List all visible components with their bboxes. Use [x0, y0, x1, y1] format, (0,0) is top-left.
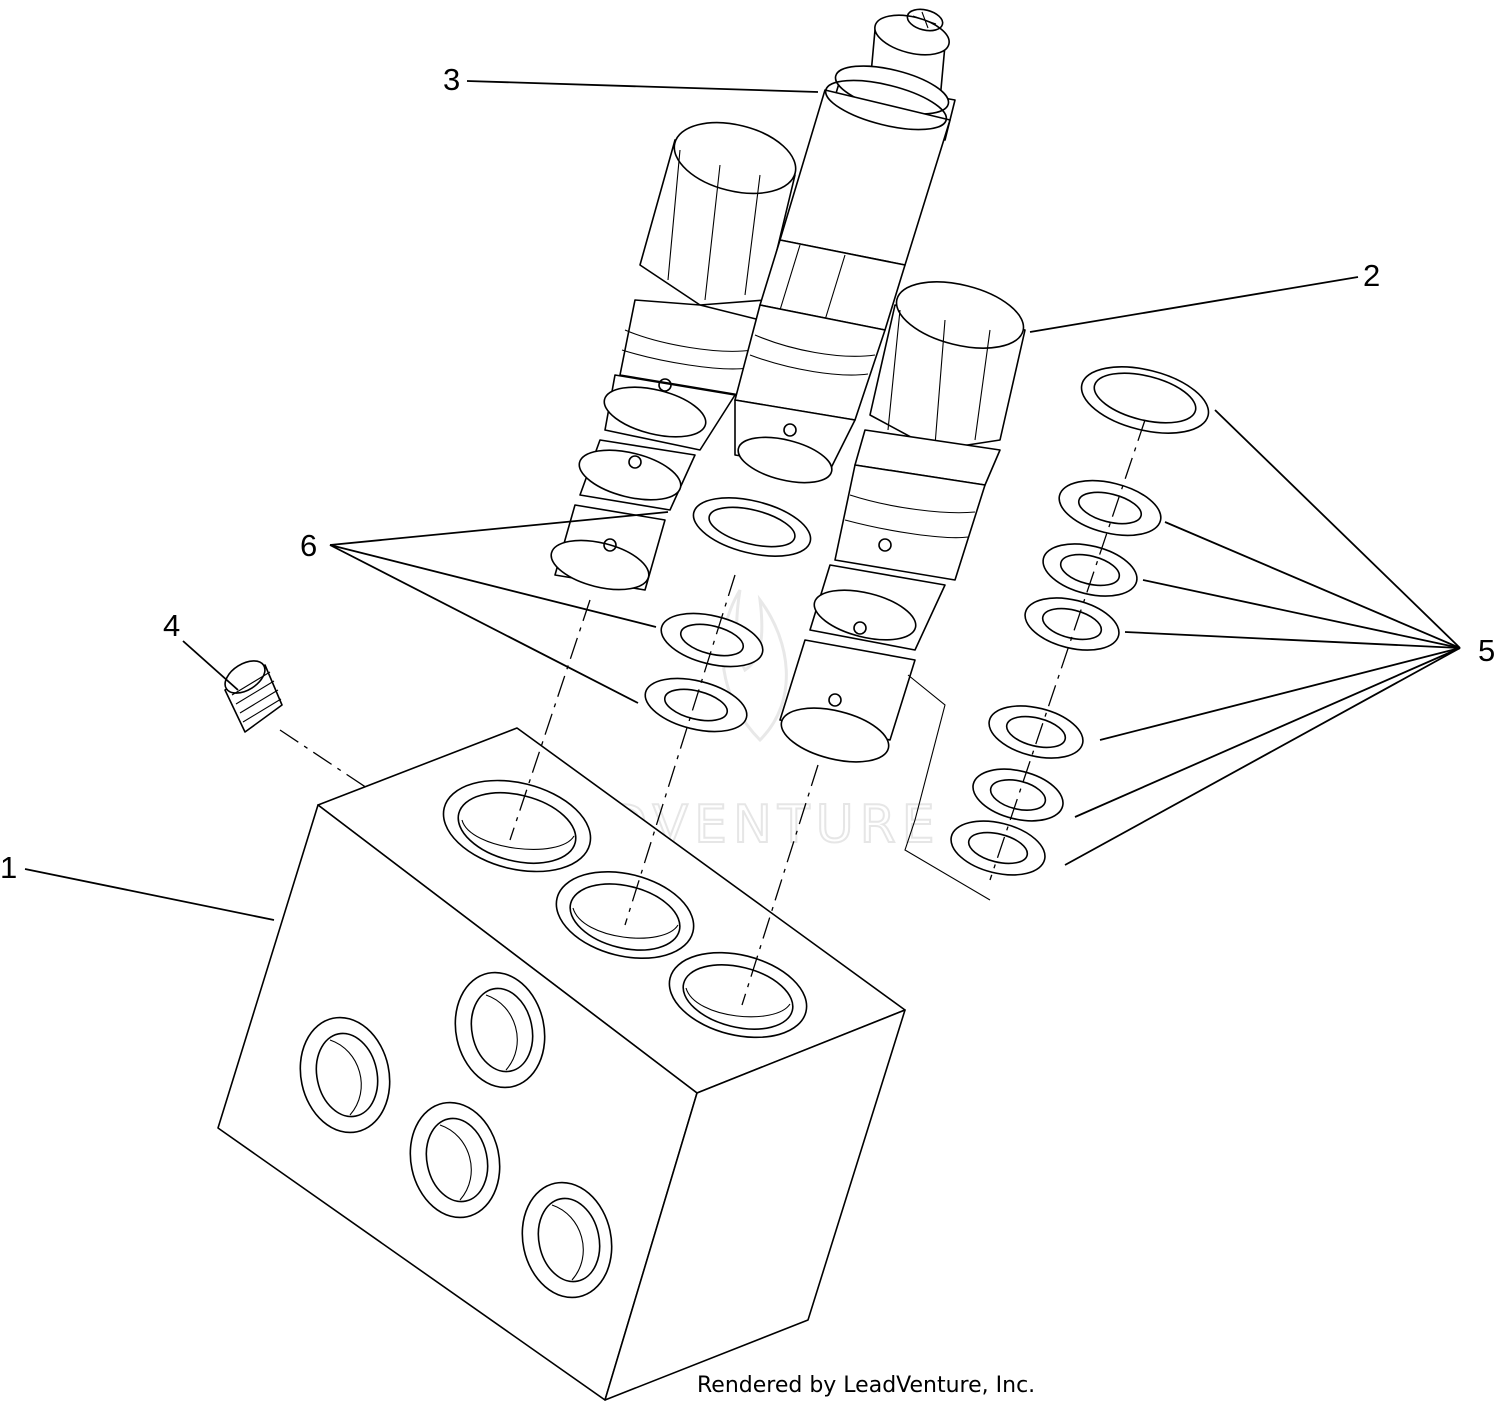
side-port-3: [409, 1101, 501, 1219]
manifold-block: [217, 727, 906, 1401]
footer-credit: Rendered by LeadVenture, Inc.: [697, 1373, 1035, 1398]
center-cartridge: [624, 8, 956, 926]
side-port-2: [454, 971, 546, 1089]
side-port-1: [299, 1016, 391, 1134]
seal-stack: [950, 366, 1210, 881]
right-cartridge: [741, 281, 1026, 1006]
callout-5: 5: [1478, 633, 1495, 668]
side-port-4: [521, 1181, 613, 1299]
plug: [224, 660, 371, 791]
leader-lines: [24, 80, 1461, 921]
callout-1: 1: [0, 850, 17, 885]
callout-2: 2: [1363, 258, 1380, 293]
callout-6: 6: [300, 528, 317, 563]
top-port-3: [668, 951, 808, 1039]
left-cartridge: [509, 121, 797, 841]
callout-4: 4: [163, 608, 180, 643]
callout-3: 3: [443, 62, 460, 97]
top-port-2: [555, 870, 695, 960]
